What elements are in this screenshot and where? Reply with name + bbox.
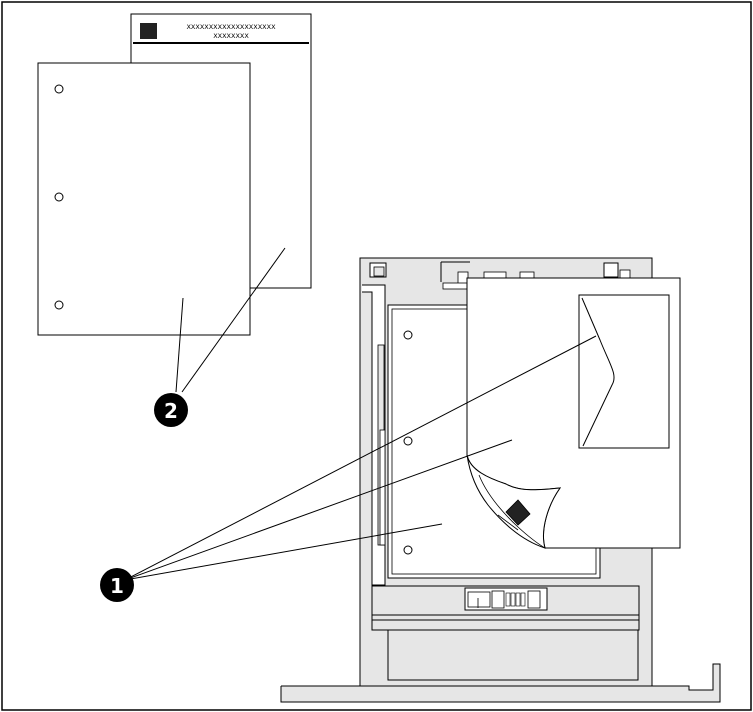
prepunched-page	[37, 62, 251, 336]
tray-handle-recess	[387, 629, 639, 681]
letterhead-line-2: XXXXXXXX	[213, 32, 249, 40]
envelope-flap	[581, 297, 615, 447]
callout-1-number: 1	[110, 574, 124, 598]
callout-1-leader-letterhead	[124, 439, 513, 581]
callout-2-leader-b	[181, 247, 286, 393]
envelope	[578, 294, 670, 449]
callout-2: 2	[154, 393, 188, 427]
callout-2-number: 2	[164, 399, 178, 423]
tray-corner-latch-right	[603, 262, 619, 278]
callout-1-badge	[100, 568, 134, 602]
callout-1-leader-envelope	[124, 335, 597, 581]
letterhead-curled-corner	[466, 454, 562, 549]
letterhead-line-1: XXXXXXXXXXXXXXXXXXXX	[186, 23, 276, 31]
punch-hole-top	[54, 84, 64, 94]
callout-2-badge	[154, 393, 188, 427]
punch-hole-bottom	[54, 300, 64, 310]
callout-2-leader-a	[175, 297, 184, 393]
tray-punch-hole-bottom	[403, 545, 413, 555]
tray-base-plate	[280, 663, 721, 703]
letterhead-logo	[140, 23, 157, 39]
tray-punch-hole-middle	[403, 436, 413, 446]
callout-1: 1	[100, 568, 134, 602]
tray-punch-hole-top	[403, 330, 413, 340]
curled-corner-logo	[505, 499, 531, 526]
punch-hole-middle	[54, 192, 64, 202]
prepunched-sheet	[37, 62, 251, 336]
callout-1-leader-prepunched	[124, 523, 443, 581]
